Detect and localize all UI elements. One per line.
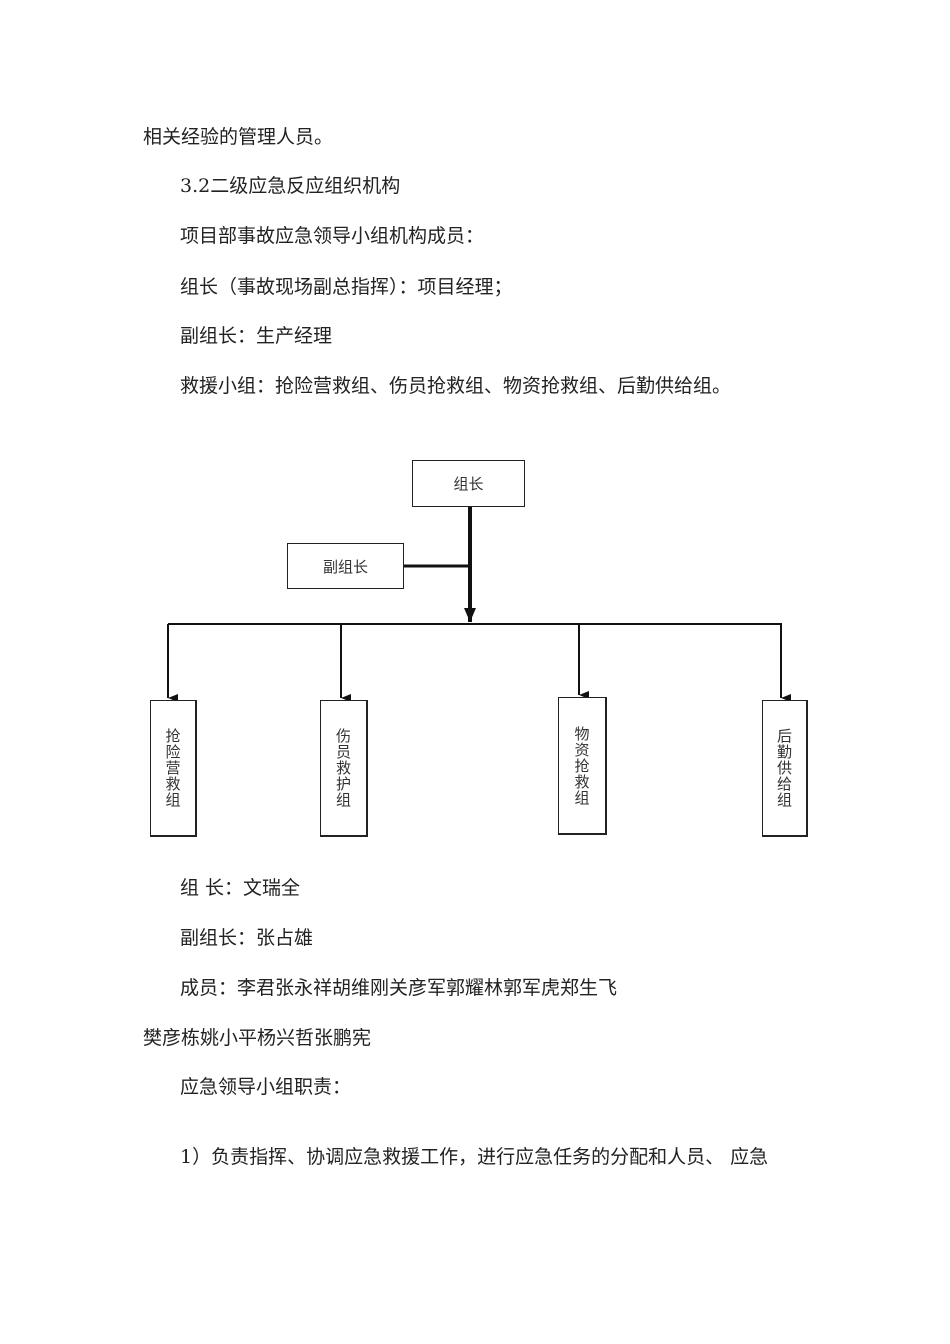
paragraph: 应急领导小组职责： xyxy=(180,1076,352,1098)
org-box-group: 伤员救护组 xyxy=(320,700,368,837)
org-box-leader: 组长 xyxy=(412,460,525,507)
paragraph: 副组长：张占雄 xyxy=(180,927,314,949)
paragraph: 成员：李君张永祥胡维刚关彦军郭耀林郭军虎郑生飞 xyxy=(180,977,618,999)
paragraph: 相关经验的管理人员。 xyxy=(143,126,334,148)
org-box-deputy: 副组长 xyxy=(287,543,404,589)
org-box-group: 物资抢救组 xyxy=(558,697,607,835)
paragraph: 组长（事故现场副总指挥）：项目经理； xyxy=(180,276,513,298)
paragraph: 救援小组：抢险营救组、伤员抢救组、物资抢救组、后勤供给组。 xyxy=(180,375,732,397)
section-heading: 3.2二级应急反应组织机构 xyxy=(180,175,401,197)
paragraph: 樊彦栋姚小平杨兴哲张鹏宪 xyxy=(143,1027,372,1049)
org-box-group: 抢险营救组 xyxy=(150,700,197,837)
paragraph: 副组长：生产经理 xyxy=(180,325,333,347)
paragraph: 组 长：文瑞全 xyxy=(180,877,301,899)
org-box-group: 后勤供给组 xyxy=(762,700,808,837)
paragraph: 项目部事故应急领导小组机构成员： xyxy=(180,225,485,247)
paragraph: 1）负责指挥、协调应急救援工作，进行应急任务的分配和人员、 应急 xyxy=(180,1146,769,1168)
